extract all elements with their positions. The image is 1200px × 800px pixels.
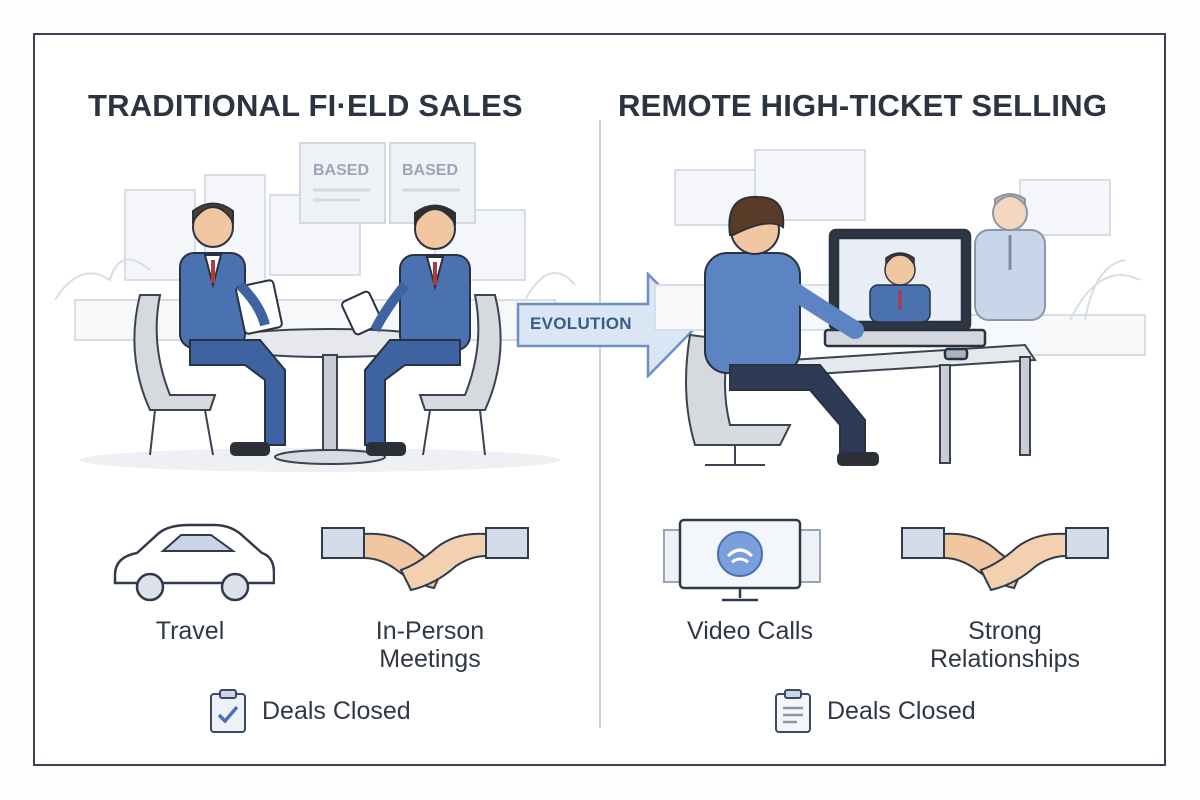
colleague-figure [974,193,1046,321]
deals-closed-right: Deals Closed [773,688,976,734]
evolution-label: EVOLUTION [530,314,632,333]
salesperson-left [179,202,286,456]
feature-label-video-calls: Video Calls [686,617,813,645]
clipboard-icon [775,689,811,733]
salesperson-right [341,204,471,456]
deals-closed-left: Deals Closed [208,688,411,734]
feature-label-strong-relationships: Strong Relationships [929,617,1081,673]
background-sign-boards: BASED BASED [299,142,476,224]
field-sales-meeting-illustration: BASED BASED [55,142,576,472]
clipboard-check-icon [210,689,246,733]
deals-closed-label: Deals Closed [827,696,976,725]
evolution-arrow [516,272,700,378]
handshake-icon [321,527,529,592]
monitor-icon [663,518,821,602]
background-sign-text: BASED [313,162,369,179]
feature-label-in-person-meetings: In-Person Meetings [375,617,485,673]
feature-label-travel: Travel [155,617,225,645]
remote-selling-illustration [654,149,1146,466]
handshake-icon [901,527,1109,592]
background-sign-text: BASED [402,162,458,179]
right-panel-title: REMOTE HIGH-TICKET SELLING [618,88,1108,123]
panel-divider [599,120,601,728]
video-call-person [869,252,931,323]
remote-salesperson [704,195,879,466]
deals-closed-label: Deals Closed [262,696,411,725]
car-icon [113,523,275,602]
left-panel-title: TRADITIONAL FI·ELD SALES [88,88,523,123]
chair-icon [133,294,502,456]
